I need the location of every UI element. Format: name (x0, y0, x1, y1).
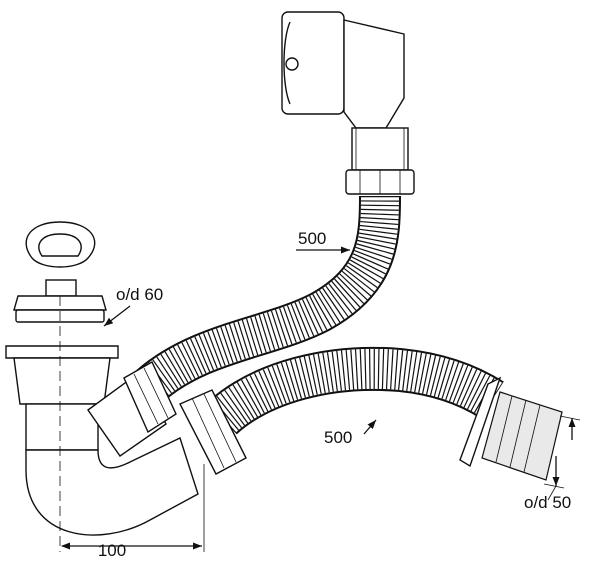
dimension-lines (61, 246, 581, 552)
outlet-diameter-60-label: o/d 60 (116, 285, 163, 304)
lower-hose-length-label: 500 (324, 428, 352, 447)
outlet-spigot (459, 376, 563, 481)
lower-flexible-hose (207, 346, 504, 435)
upper-flexible-hose (136, 195, 401, 403)
waste-trap-assembly (5, 221, 247, 552)
outlet-diameter-50-label: o/d 50 (524, 493, 571, 512)
trap-offset-label: 100 (98, 541, 126, 560)
upper-hose-length-label: 500 (298, 229, 326, 248)
overflow-assembly (281, 11, 415, 195)
